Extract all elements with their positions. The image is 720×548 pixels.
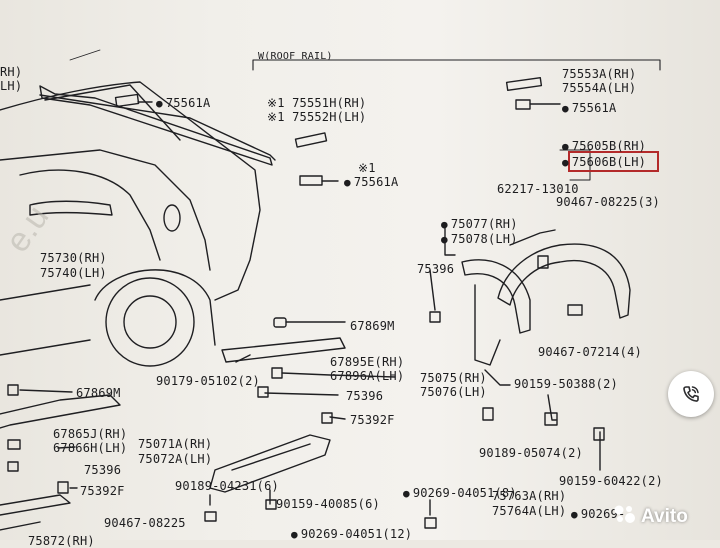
part-label-90189-04231: 90189-04231(6) <box>175 479 279 493</box>
call-button[interactable] <box>668 371 714 417</box>
part-label-90269-04051-8: 90269-04051(8) <box>403 487 517 500</box>
part-label-75561a-2: 75561A <box>344 176 398 189</box>
part-label-75554a: 75554A(LH) <box>562 81 637 95</box>
part-label-75078: 75078(LH) <box>441 233 518 246</box>
part-label-90159-40085: 90159-40085(6) <box>276 497 380 511</box>
part-label-67869m-1: 67869M <box>350 319 395 333</box>
watermark: Avito <box>613 504 688 528</box>
part-label-note1: ※1 <box>358 161 376 175</box>
part-label-90467-08225-b: 90467-08225 <box>104 516 186 530</box>
part-label-90179: 90179-05102(2) <box>156 374 260 388</box>
part-label-67895e: 67895E(RH) <box>330 355 405 369</box>
part-label-75076: 75076(LH) <box>420 385 487 399</box>
part-label-75763a: 75763A(RH) <box>492 489 567 503</box>
part-label-75872: 75872(RH) <box>28 534 95 548</box>
part-label-75730: 75730(RH) <box>40 251 107 265</box>
part-label-rh-top: RH) <box>0 65 23 79</box>
group-label-roof-rail: W(ROOF RAIL) <box>258 51 333 62</box>
part-label-67866h: 67866H(LH) <box>53 441 128 455</box>
part-label-75606b: 75606B(LH) <box>562 156 646 169</box>
part-label-67865j: 67865J(RH) <box>53 427 128 441</box>
part-label-75552h: ※1 75552H(LH) <box>267 110 367 124</box>
part-label-90189-05074: 90189-05074(2) <box>479 446 583 460</box>
part-label-75396-1: 75396 <box>417 262 455 276</box>
avito-logo-icon <box>613 504 637 530</box>
part-label-75392f-2: 75392F <box>80 484 125 498</box>
phone-call-icon <box>683 386 699 402</box>
part-label-90269-04051-12: 90269-04051(12) <box>291 528 412 541</box>
part-label-75072a: 75072A(LH) <box>138 452 213 466</box>
part-label-75396-3: 75396 <box>84 463 122 477</box>
part-label-75561a-3: 75561A <box>562 102 616 115</box>
part-label-75077: 75077(RH) <box>441 218 518 231</box>
part-label-90467-07214: 90467-07214(4) <box>538 345 642 359</box>
part-label-75740: 75740(LH) <box>40 266 107 280</box>
part-label-62217: 62217-13010 <box>497 182 579 196</box>
part-label-75075: 75075(RH) <box>420 371 487 385</box>
part-label-75561a-1: 75561A <box>156 97 210 110</box>
part-label-90269-right: 90269- <box>571 508 625 521</box>
part-label-90159-60422: 90159-60422(2) <box>559 474 663 488</box>
part-label-75764a: 75764A(LH) <box>492 504 567 518</box>
part-label-67896a: 67896A(LH) <box>330 369 405 383</box>
part-label-75071a: 75071A(RH) <box>138 437 213 451</box>
part-label-90467-08225-3: 90467-08225(3) <box>556 195 660 209</box>
part-label-lh-top: LH) <box>0 79 23 93</box>
part-label-90159-50388: 90159-50388(2) <box>514 377 618 391</box>
part-label-75605b: 75605B(RH) <box>562 140 646 153</box>
part-label-75551h: ※1 75551H(RH) <box>267 96 367 110</box>
part-label-75396-2: 75396 <box>346 389 384 403</box>
part-label-75553a: 75553A(RH) <box>562 67 637 81</box>
part-label-67869m-2: 67869M <box>76 386 121 400</box>
watermark-text: Avito <box>641 506 688 528</box>
part-label-75392f-1: 75392F <box>350 413 395 427</box>
